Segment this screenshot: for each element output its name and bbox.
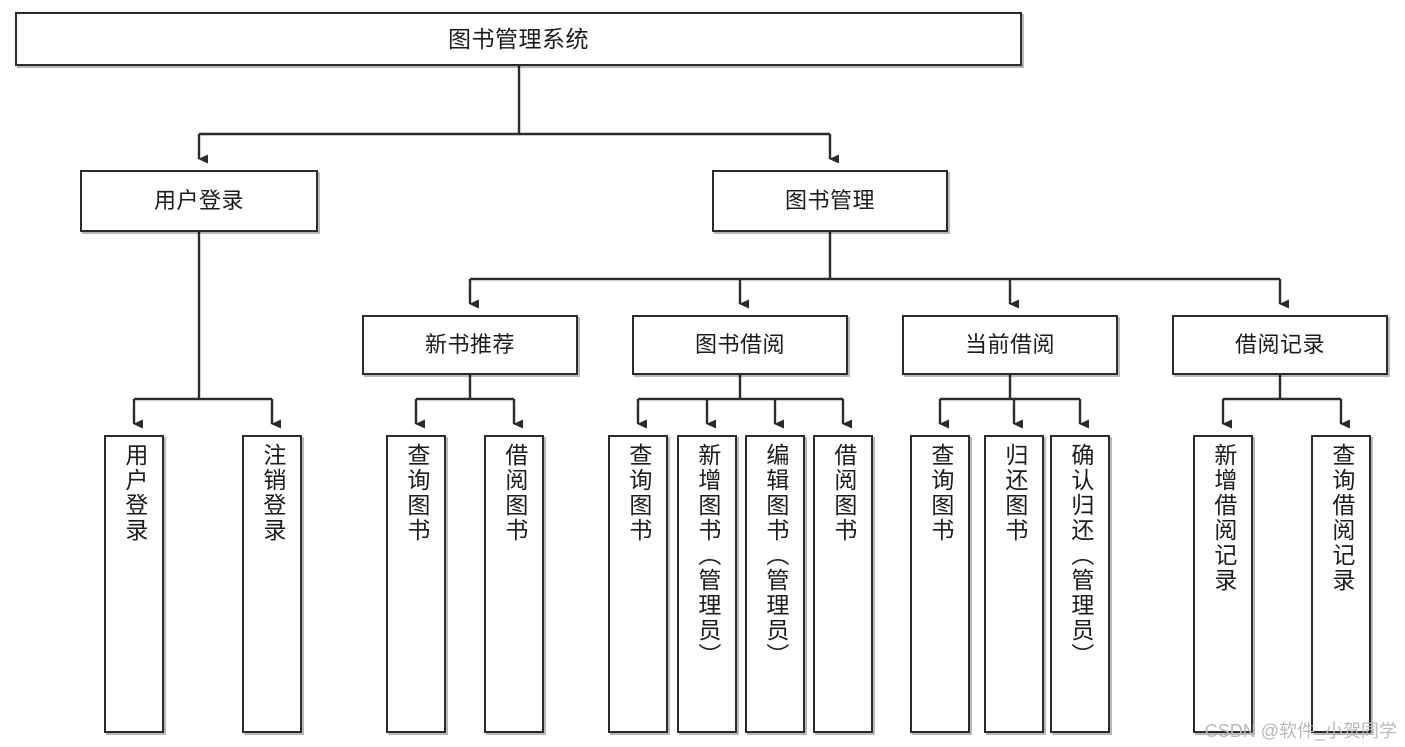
node-leaf-borrow-1[interactable]: 借阅图书 xyxy=(484,435,544,733)
node-leaf-user-login[interactable]: 用户登录 xyxy=(104,435,164,733)
node-leaf-borrow-2[interactable]: 借阅图书 xyxy=(813,435,873,733)
node-new-book-rec[interactable]: 新书推荐 xyxy=(362,315,578,375)
node-leaf-query-rec[interactable]: 查询借阅记录 xyxy=(1311,435,1371,733)
node-label: 图书管理 xyxy=(784,188,875,213)
watermark-text: CSDN @软件_小贺同学 xyxy=(1204,721,1397,741)
node-label: 图书管理系统 xyxy=(448,25,589,52)
node-book-borrow[interactable]: 图书借阅 xyxy=(632,315,848,375)
node-label: 查询图书 xyxy=(625,443,652,543)
node-label: 借阅图书 xyxy=(830,443,857,543)
node-leaf-add-rec[interactable]: 新增借阅记录 xyxy=(1193,435,1253,733)
node-leaf-return[interactable]: 归还图书 xyxy=(984,435,1044,733)
node-label: 注销登录 xyxy=(259,443,286,543)
node-label: 查询图书 xyxy=(927,443,954,543)
node-borrow-record[interactable]: 借阅记录 xyxy=(1172,315,1388,375)
node-leaf-logout[interactable]: 注销登录 xyxy=(242,435,302,733)
node-label: 借阅图书 xyxy=(501,443,528,543)
node-leaf-add-book[interactable]: 新增图书（管理员） xyxy=(677,435,737,733)
node-label: 查询借阅记录 xyxy=(1328,443,1355,593)
node-leaf-confirm[interactable]: 确认归还（管理员） xyxy=(1050,435,1110,733)
node-label: 用户登录 xyxy=(121,443,148,543)
node-label: 当前借阅 xyxy=(964,332,1055,357)
node-label: 确认归还（管理员） xyxy=(1067,443,1094,668)
node-label: 新增图书（管理员） xyxy=(694,443,721,668)
node-label: 编辑图书（管理员） xyxy=(762,443,789,668)
node-leaf-query-2[interactable]: 查询图书 xyxy=(608,435,668,733)
node-book-manage[interactable]: 图书管理 xyxy=(712,170,948,232)
node-user-login[interactable]: 用户登录 xyxy=(80,170,318,232)
node-label: 借阅记录 xyxy=(1234,332,1325,357)
node-label: 查询图书 xyxy=(403,443,430,543)
node-leaf-query-3[interactable]: 查询图书 xyxy=(910,435,970,733)
node-label: 归还图书 xyxy=(1001,443,1028,543)
node-label: 新增借阅记录 xyxy=(1210,443,1237,593)
node-label: 用户登录 xyxy=(153,188,244,213)
node-leaf-query-1[interactable]: 查询图书 xyxy=(386,435,446,733)
node-label: 图书借阅 xyxy=(694,332,785,357)
node-label: 新书推荐 xyxy=(424,332,515,357)
node-root[interactable]: 图书管理系统 xyxy=(15,12,1022,66)
node-current-borrow[interactable]: 当前借阅 xyxy=(902,315,1118,375)
node-leaf-edit-book[interactable]: 编辑图书（管理员） xyxy=(745,435,805,733)
